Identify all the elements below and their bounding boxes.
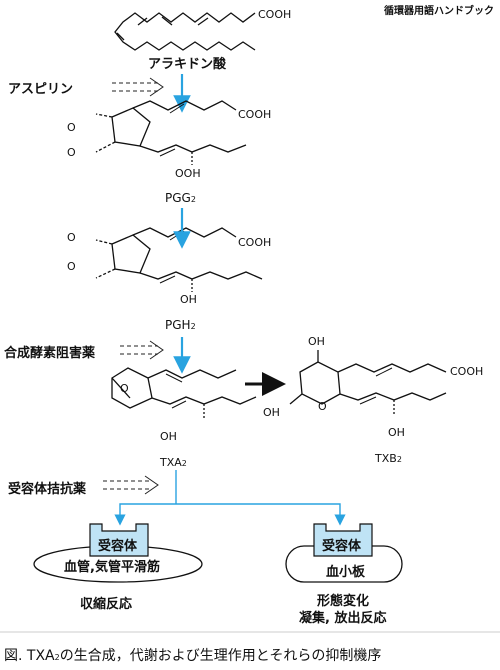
cooh-label-txb2: COOH <box>450 365 484 378</box>
pgh2-o-top: O <box>67 231 76 244</box>
txa2-name: TXA2 <box>160 456 187 469</box>
ooh-label: OOH <box>175 167 201 180</box>
receptor-antagonist-dashed-arrow <box>103 475 159 495</box>
txb2-oh-top: OH <box>308 335 325 348</box>
arachidonic-acid-structure <box>114 12 256 51</box>
platelet-label: 血小板 <box>326 565 366 580</box>
txb2-o-label: O <box>318 400 327 413</box>
smooth-muscle-label: 血管,気管平滑筋 <box>64 560 160 575</box>
txa2-oh-label: OH <box>160 430 177 443</box>
txb2-oh-left: OH <box>263 406 280 419</box>
cooh-label-aa: COOH <box>258 8 292 21</box>
receptor-label-platelet: 受容体 <box>322 539 362 554</box>
synthase-inhibitor-label: 合成酵素阻害薬 <box>4 346 96 361</box>
pgg2-o-top: O <box>67 121 76 134</box>
platelet-cell <box>285 523 403 583</box>
platelet-effect-shape: 形態変化 <box>317 594 370 609</box>
aspirin-dashed-arrow <box>112 77 164 97</box>
txa2-structure <box>111 367 257 420</box>
pgg2-name: PGG2 <box>165 191 196 205</box>
txb2-structure <box>289 350 447 414</box>
pgh2-o-bottom: O <box>67 260 76 273</box>
txb2-oh-bottom: OH <box>388 426 405 439</box>
smooth-muscle-cell <box>33 523 203 583</box>
cooh-label-pgh2: COOH <box>238 236 272 249</box>
receptor-antagonist-label: 受容体拮抗薬 <box>8 482 87 497</box>
txb2-name: TXB2 <box>375 452 402 465</box>
platelet-effect-aggregation: 凝集, 放出反応 <box>299 611 387 626</box>
figure-caption: 図. TXA2の生合成，代謝および生理作用とそれらの抑制機序 <box>4 648 382 664</box>
synthase-inhibitor-dashed-arrow <box>120 340 164 360</box>
txa2-o-label: O <box>120 382 129 395</box>
receptor-shape-platelet <box>313 523 373 557</box>
txa2-branch-connector <box>114 470 346 526</box>
cooh-label-pgg2: COOH <box>238 108 272 121</box>
receptor-label-smooth-muscle: 受容体 <box>98 539 138 554</box>
pgg2-o-bottom: O <box>67 146 76 159</box>
arachidonic-acid-label: アラキドン酸 <box>148 57 227 72</box>
pgh2-name: PGH2 <box>165 318 196 332</box>
aspirin-label: アスピリン <box>8 82 74 97</box>
receptor-shape-smooth-muscle <box>89 523 149 557</box>
pgh2-oh-label: OH <box>180 293 197 306</box>
pgh2-structure <box>95 227 263 292</box>
pgg2-structure <box>95 100 247 165</box>
contraction-effect: 収縮反応 <box>80 597 133 612</box>
book-title: 循環器用語ハンドブック <box>384 6 494 17</box>
